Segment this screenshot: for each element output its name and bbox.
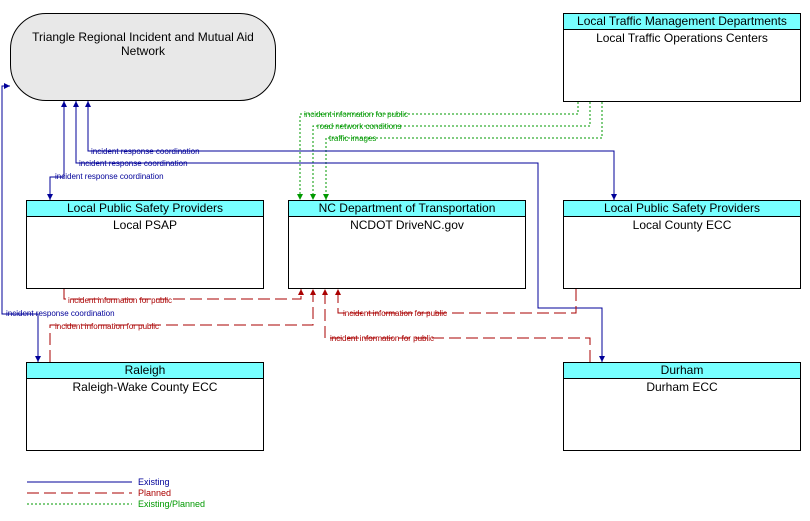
flow-label-incident-info-green: incident information for public: [304, 110, 408, 119]
node-local-county-ecc: Local Public Safety Providers Local Coun…: [563, 200, 801, 289]
node-ncdot-header: NC Department of Transportation: [289, 201, 525, 217]
node-local-psap: Local Public Safety Providers Local PSAP: [26, 200, 264, 289]
node-raleigh-wake-ecc: Raleigh Raleigh-Wake County ECC: [26, 362, 264, 451]
flow-blue-arrows: [4, 83, 617, 362]
arrow-head: [310, 289, 316, 295]
node-raleigh-body: Raleigh-Wake County ECC: [72, 380, 218, 394]
flow-label-road-network: road network conditions: [317, 122, 402, 131]
flow-line-incident-info-green: [299, 102, 579, 200]
node-local-county-header: Local Public Safety Providers: [564, 201, 800, 217]
node-raleigh-header: Raleigh: [27, 363, 263, 379]
arrow-head: [297, 194, 303, 200]
flow-line-durham-triangle: [75, 101, 603, 362]
arrow-head: [73, 101, 79, 107]
arrow-head: [611, 194, 617, 200]
arrow-head: [335, 289, 341, 295]
arrow-head: [310, 194, 316, 200]
arrow-head: [322, 289, 328, 295]
node-local-traffic-ops: Local Traffic Management Departments Loc…: [563, 13, 801, 102]
flow-label-durham-info: incident information for public: [330, 334, 434, 343]
flow-red-lines: [49, 289, 591, 362]
flow-line-county-triangle: [87, 101, 615, 200]
arrow-head: [85, 101, 91, 107]
arrow-head: [4, 83, 10, 89]
arrow-head: [47, 194, 53, 200]
flow-label-county-info: incident information for public: [343, 309, 447, 318]
legend-label-existing-planned: Existing/Planned: [138, 499, 205, 509]
flow-line-psap-triangle: [49, 101, 65, 200]
flow-label-raleigh-coordination: incident response coordination: [6, 309, 115, 318]
node-durham-header: Durham: [564, 363, 800, 379]
arrow-head: [599, 356, 605, 362]
flow-label-psap-coordination: incident response coordination: [55, 172, 164, 181]
node-local-county-body: Local County ECC: [632, 218, 732, 232]
flow-label-county-coordination: incident response coordination: [91, 147, 200, 156]
node-durham-body: Durham ECC: [646, 380, 718, 394]
node-durham-ecc: Durham Durham ECC: [563, 362, 801, 451]
flow-line-psap-ncdot: [63, 289, 302, 300]
node-local-traffic-ops-header: Local Traffic Management Departments: [564, 14, 800, 30]
flow-line-county-ncdot: [337, 289, 577, 314]
legend-label-existing: Existing: [138, 477, 170, 487]
node-local-traffic-ops-body: Local Traffic Operations Centers: [596, 31, 768, 45]
flow-line-raleigh-ncdot: [49, 289, 314, 362]
node-ncdot-drivenc: NC Department of Transportation NCDOT Dr…: [288, 200, 526, 289]
arrow-head: [61, 101, 67, 107]
flow-line-durham-ncdot: [324, 289, 591, 362]
flow-green-arrows: [297, 194, 329, 200]
flow-line-traffic-images: [325, 102, 603, 200]
node-triangle-title: Triangle Regional Incident and Mutual Ai…: [32, 30, 254, 58]
legend: Existing Planned Existing/Planned: [27, 477, 205, 509]
flow-labels: incident information for public road net…: [6, 110, 447, 343]
node-ncdot-body: NCDOT DriveNC.gov: [350, 218, 464, 232]
node-triangle-regional-network: Triangle Regional Incident and Mutual Ai…: [10, 13, 276, 101]
arrow-head: [323, 194, 329, 200]
arrow-head: [298, 289, 304, 295]
arrow-head: [35, 356, 41, 362]
legend-label-planned: Planned: [138, 488, 171, 498]
flow-label-traffic-images: traffic images: [329, 134, 376, 143]
node-local-psap-header: Local Public Safety Providers: [27, 201, 263, 217]
node-local-psap-body: Local PSAP: [112, 218, 178, 232]
flow-label-raleigh-info: incident information for public: [55, 322, 159, 331]
flow-red-arrows: [298, 289, 341, 295]
flow-label-durham-coordination: incident response coordination: [79, 159, 188, 168]
flow-label-psap-info: incident information for public: [68, 296, 172, 305]
